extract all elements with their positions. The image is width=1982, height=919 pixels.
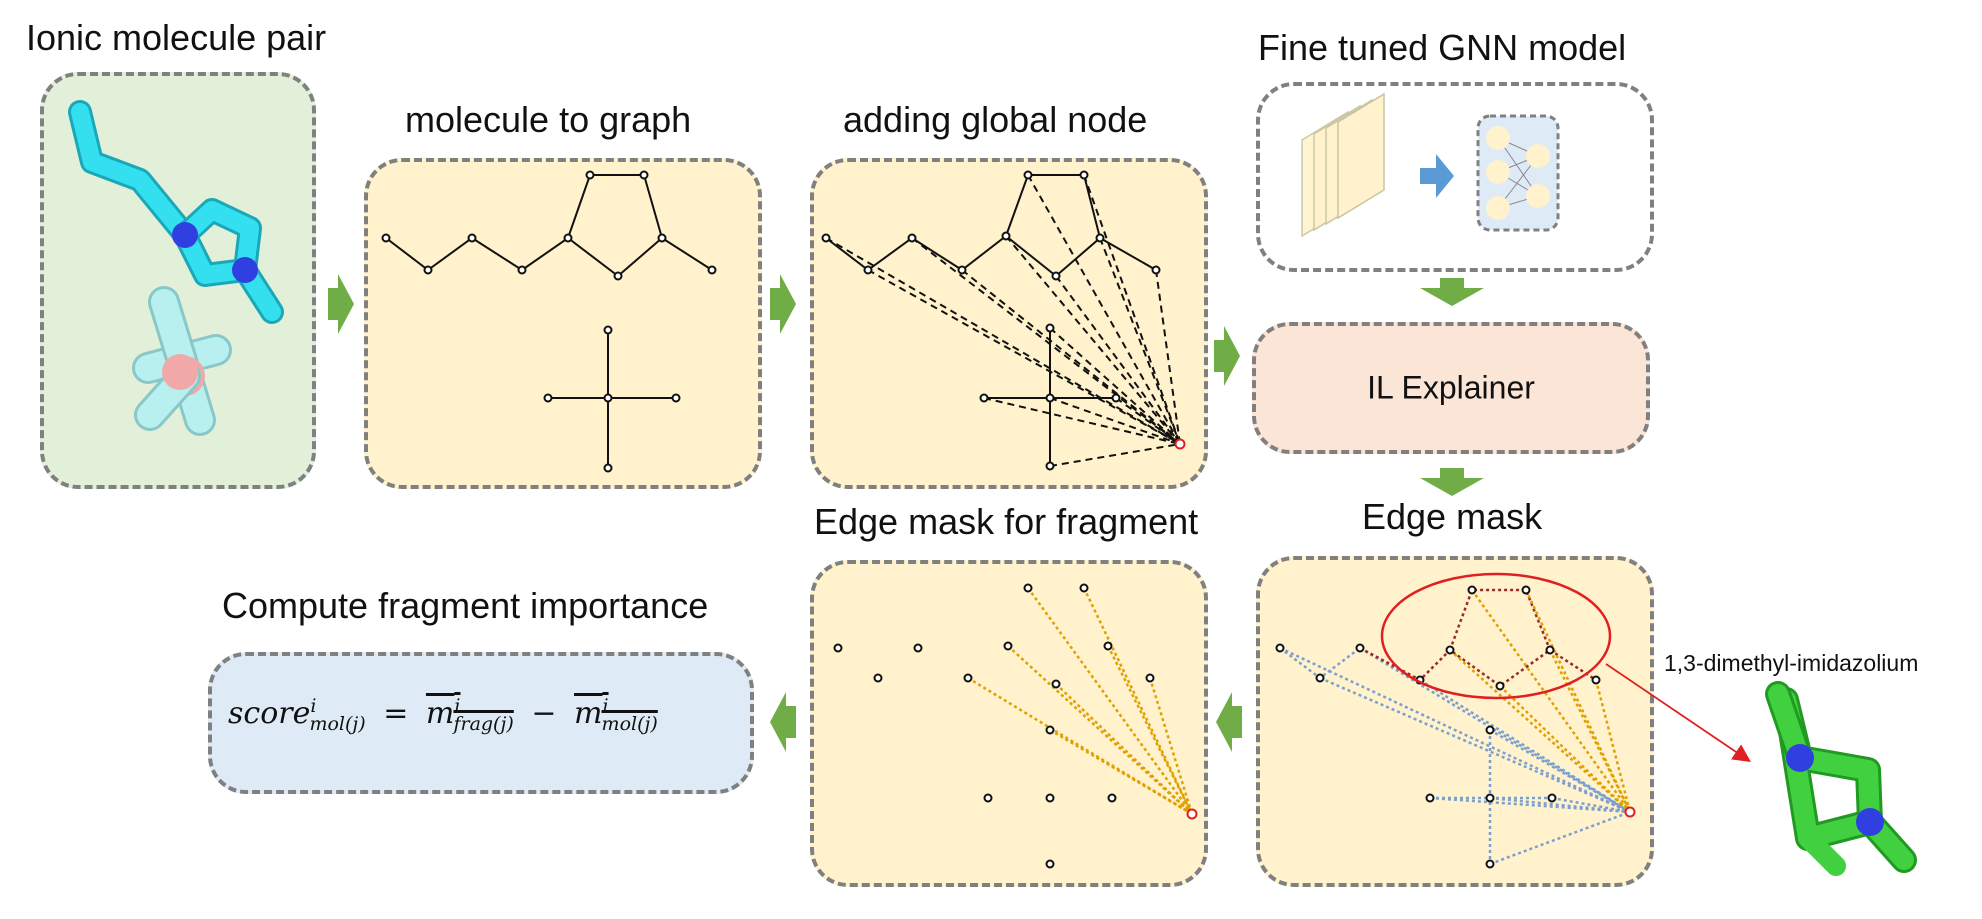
minus-sign: − <box>531 696 557 731</box>
arrow-right-2 <box>770 274 796 334</box>
score-term: score <box>228 696 311 731</box>
fragment-name-label: 1,3-dimethyl-imidazolium <box>1664 650 1919 676</box>
score-sub: mol(j) <box>309 713 366 735</box>
edge-mask-orange-edges <box>1449 589 1632 813</box>
fragment-mask-nodes <box>833 583 1198 869</box>
global-node-graph <box>825 174 1157 466</box>
fragment-mask-edges <box>967 587 1194 816</box>
frag-sub: frag(j) <box>453 713 514 735</box>
edge-mask-fragment-panel <box>810 560 1208 887</box>
arrow-right-1 <box>328 274 354 334</box>
butyl-imidazolium-cation <box>68 100 284 324</box>
title-gnn-model: Fine tuned GNN model <box>1258 27 1627 68</box>
gnn-arrow <box>1420 154 1454 198</box>
frag-m: m <box>425 696 455 731</box>
global-node <box>1174 438 1186 450</box>
arrow-right-3 <box>1214 326 1240 386</box>
title-ionic-pair: Ionic molecule pair <box>26 17 327 58</box>
fragment-importance-panel <box>208 652 754 794</box>
title-fragment-importance: Compute fragment importance <box>222 585 709 626</box>
il-explainer-label: IL Explainer <box>1367 369 1535 406</box>
frag-mean-term: mifrag(j) <box>425 695 514 735</box>
edge-mask-nodes <box>1275 585 1636 869</box>
gnn-illustration <box>1301 92 1560 238</box>
arrow-down-1 <box>1420 278 1484 306</box>
il-explainer-panel: IL Explainer <box>1252 322 1650 454</box>
arrow-down-2 <box>1420 468 1484 496</box>
arrow-left-2 <box>770 692 796 752</box>
arrow-left-1 <box>1216 692 1242 752</box>
global-node-panel <box>810 158 1208 489</box>
title-mol-to-graph: molecule to graph <box>405 99 692 140</box>
molecule-graph <box>385 174 713 468</box>
fragment-highlight-ellipse <box>1380 572 1612 700</box>
mol-to-graph-panel <box>364 158 762 489</box>
flow-arrows <box>328 274 1484 752</box>
title-edge-mask-fragment: Edge mask for fragment <box>814 501 1199 542</box>
fragment-pointer-arrow <box>1605 663 1751 763</box>
global-node-edges <box>825 174 1181 467</box>
title-edge-mask: Edge mask <box>1362 496 1543 537</box>
score-formula: scoreimol(j) = mifrag(j) − mimol(j) <box>228 695 658 735</box>
score-sup: i <box>310 695 317 717</box>
mol-m: m <box>574 696 603 731</box>
equals-sign: = <box>383 696 409 731</box>
tetrafluoroborate-anion <box>132 286 232 436</box>
global-node-graph-nodes <box>821 170 1186 471</box>
dimethyl-imidazolium-molecule <box>1765 681 1917 876</box>
frag-sup: i <box>454 695 461 717</box>
title-global-node: adding global node <box>843 99 1148 140</box>
mol-sup: i <box>602 695 609 717</box>
input-feature-stack <box>1301 92 1385 238</box>
mol-sub: mol(j) <box>601 713 658 735</box>
gnn-network-nodes <box>1486 126 1550 220</box>
mol-mean-term: mimol(j) <box>574 695 658 735</box>
molecule-graph-nodes <box>381 170 717 473</box>
